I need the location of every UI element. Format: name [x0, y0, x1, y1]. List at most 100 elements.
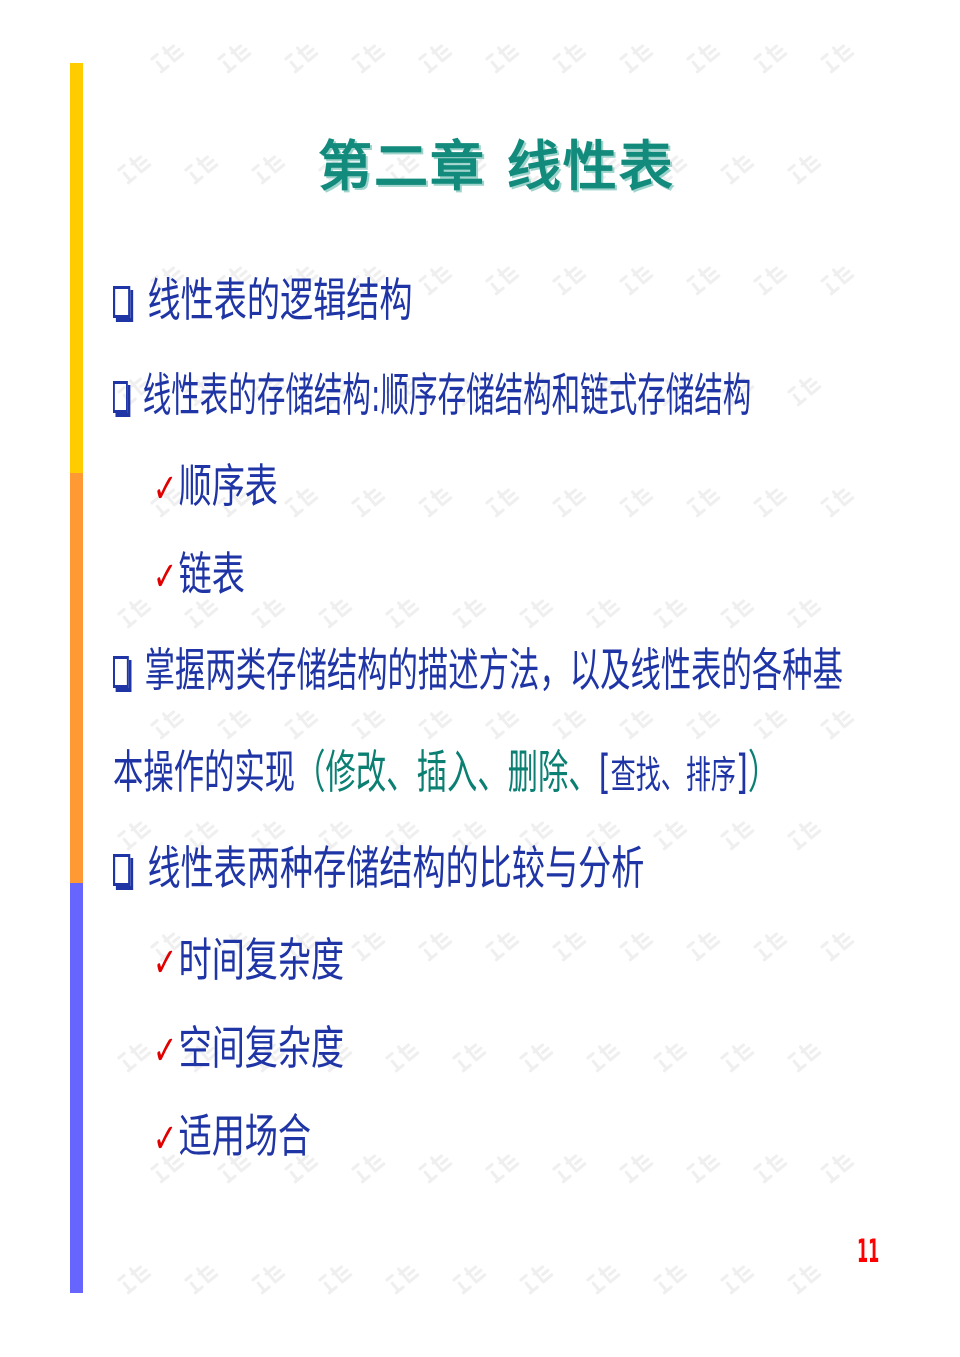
square-bullet-icon — [113, 286, 131, 318]
watermark-mark — [114, 1258, 154, 1297]
bullet-text: 线性表两种存储结构的比较与分析 — [147, 841, 645, 895]
watermark-mark — [583, 1036, 623, 1075]
watermark-mark — [114, 148, 154, 187]
square-bullet-icon — [113, 854, 131, 886]
watermark-mark — [683, 481, 723, 520]
watermark-mark — [415, 37, 455, 76]
accent-bar-orange — [70, 473, 83, 883]
watermark-mark — [248, 592, 288, 631]
sub-item: ✓时间复杂度 — [153, 932, 344, 991]
watermark-mark — [549, 259, 589, 298]
bullet-text: 本操作的实现 — [113, 745, 296, 799]
watermark-mark — [114, 1036, 154, 1075]
watermark-mark — [549, 925, 589, 964]
check-icon: ✓ — [153, 1116, 178, 1162]
watermark-mark — [214, 37, 254, 76]
watermark-mark — [348, 925, 388, 964]
watermark-mark — [683, 1147, 723, 1186]
watermark-mark — [616, 703, 656, 742]
watermark-mark — [482, 37, 522, 76]
watermark-mark — [817, 481, 857, 520]
watermark-mark — [717, 814, 757, 853]
watermark-mark — [147, 703, 187, 742]
watermark-mark — [449, 1036, 489, 1075]
watermark-mark — [449, 592, 489, 631]
watermark-mark — [750, 925, 790, 964]
watermark-mark — [248, 148, 288, 187]
page-title: 第二章 线性表 — [318, 135, 675, 198]
watermark-mark — [817, 1147, 857, 1186]
watermark-mark — [315, 1258, 355, 1297]
watermark-mark — [415, 481, 455, 520]
watermark-mark — [248, 1258, 288, 1297]
watermark-mark — [817, 925, 857, 964]
watermark-mark — [583, 592, 623, 631]
watermark-mark — [482, 925, 522, 964]
watermark-mark — [717, 148, 757, 187]
watermark-mark — [583, 1258, 623, 1297]
watermark-mark — [784, 370, 824, 409]
watermark-mark — [817, 37, 857, 76]
watermark-mark — [784, 1036, 824, 1075]
watermark-mark — [616, 37, 656, 76]
bullet-item: 线性表的存储结构:顺序存储结构和链式存储结构 — [113, 367, 751, 423]
watermark-mark — [750, 703, 790, 742]
watermark-mark — [482, 481, 522, 520]
check-icon: ✓ — [153, 1028, 178, 1074]
watermark-mark — [750, 481, 790, 520]
sub-item: ✓链表 — [153, 546, 245, 605]
bullet-item: 线性表两种存储结构的比较与分析 — [113, 840, 644, 896]
watermark-mark — [415, 703, 455, 742]
watermark-mark — [616, 481, 656, 520]
watermark-mark — [482, 259, 522, 298]
watermark-mark — [315, 592, 355, 631]
sub-text: 适用场合 — [178, 1109, 312, 1163]
watermark-mark — [348, 1147, 388, 1186]
bracket-close: ] — [736, 745, 748, 799]
watermark-mark — [683, 703, 723, 742]
watermark-mark — [817, 259, 857, 298]
watermark-mark — [683, 259, 723, 298]
watermark-mark — [281, 481, 321, 520]
watermark-mark — [516, 1258, 556, 1297]
check-icon: ✓ — [153, 940, 178, 986]
watermark-mark — [549, 37, 589, 76]
check-icon: ✓ — [153, 466, 178, 512]
watermark-mark — [817, 703, 857, 742]
watermark-mark — [750, 259, 790, 298]
bullet-text: 线性表的存储结构:顺序存储结构和链式存储结构 — [142, 368, 752, 422]
bullet-continuation: 本操作的实现（修改、插入、删除、[查找、排序]） — [113, 744, 778, 803]
watermark-mark — [415, 259, 455, 298]
sub-item: ✓顺序表 — [153, 458, 278, 517]
watermark-mark — [616, 1147, 656, 1186]
watermark-mark — [147, 37, 187, 76]
square-bullet-icon — [113, 381, 128, 413]
bracket-open: [ — [598, 745, 611, 799]
bullet-item: 线性表的逻辑结构 — [113, 272, 413, 328]
watermark-mark — [482, 1147, 522, 1186]
watermark-mark — [415, 1147, 455, 1186]
watermark-mark — [516, 1036, 556, 1075]
sub-item: ✓空间复杂度 — [153, 1020, 344, 1079]
watermark-mark — [214, 703, 254, 742]
bracket-text: 查找、排序 — [610, 753, 737, 797]
sub-text: 链表 — [178, 547, 245, 601]
sub-text: 时间复杂度 — [178, 933, 345, 987]
accent-bar-blue — [70, 883, 83, 1293]
watermark-mark — [650, 592, 690, 631]
sub-text: 顺序表 — [178, 459, 278, 513]
watermark-mark — [348, 37, 388, 76]
watermark-mark — [382, 1036, 422, 1075]
watermark-mark — [114, 592, 154, 631]
watermark-mark — [549, 703, 589, 742]
watermark-mark — [415, 925, 455, 964]
watermark-mark — [616, 259, 656, 298]
bullet-item: 掌握两类存储结构的描述方法，以及线性表的各种基 — [113, 642, 843, 698]
sub-item: ✓适用场合 — [153, 1108, 311, 1167]
bullet-text: 线性表的逻辑结构 — [147, 273, 413, 327]
watermark-mark — [181, 148, 221, 187]
watermark-mark — [784, 148, 824, 187]
watermark-mark — [348, 703, 388, 742]
watermark-mark — [784, 1258, 824, 1297]
